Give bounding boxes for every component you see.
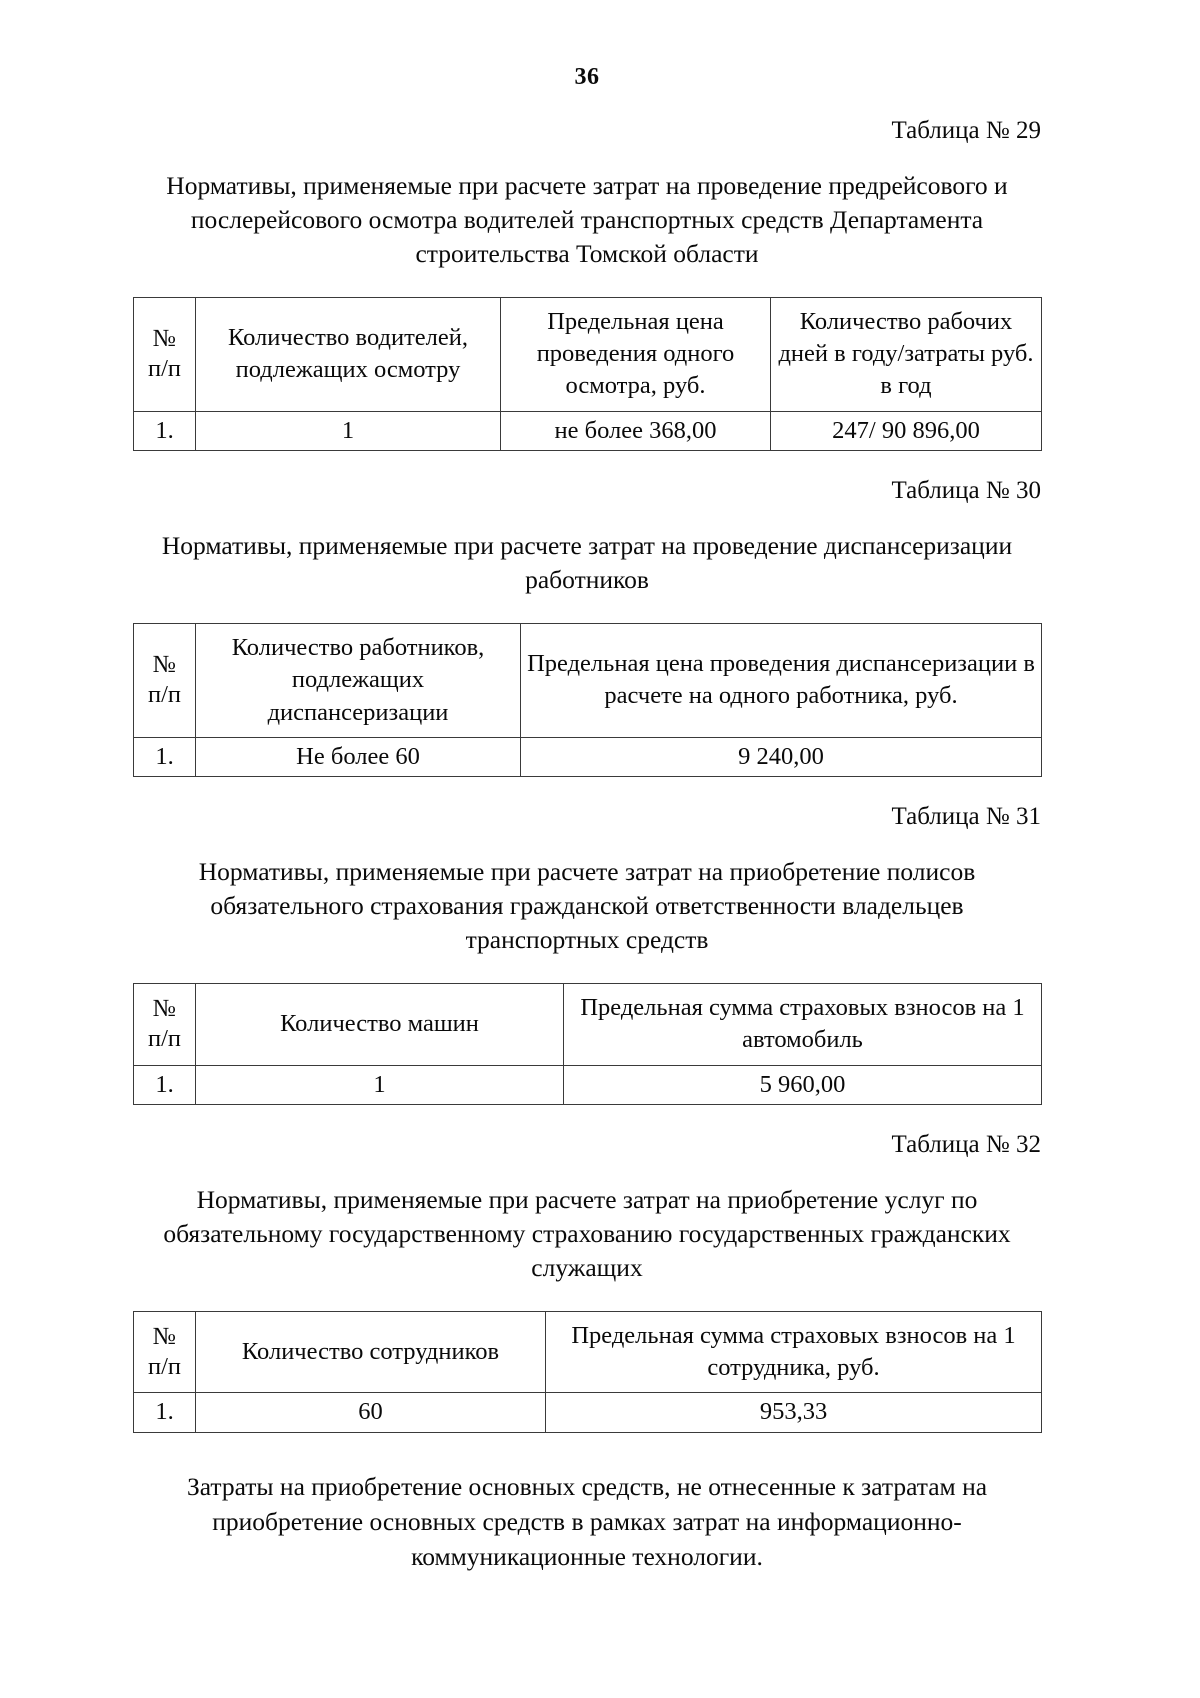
table-29-header-price: Предельная цена проведения одного осмотр…	[500, 296, 771, 412]
header-np-line1: №	[152, 995, 177, 1023]
table-29-cell-days: 247/ 90 896,00	[770, 410, 1042, 452]
page-number: 36	[574, 64, 600, 90]
table-30-header-price: Предельная цена проведения диспансеризац…	[520, 622, 1042, 738]
table-title-31: Нормативы, применяемые при расчете затра…	[198, 857, 976, 954]
table-row: 1. Не более 60 9 240,00	[133, 736, 1042, 778]
table-31-header-sum: Предельная сумма страховых взносов на 1 …	[563, 982, 1042, 1066]
table-29-cell-drivers: 1	[195, 410, 501, 452]
table-label-30: Таблица № 30	[891, 477, 1041, 505]
table-32-cell-sum: 953,33	[545, 1392, 1042, 1433]
table-row: 1. 1 5 960,00	[133, 1064, 1042, 1105]
table-row: 1. 1 не более 368,00 247/ 90 896,00	[133, 410, 1042, 452]
table-30: № п/п Количество работников, подлежащих …	[133, 622, 1042, 778]
table-31: № п/п Количество машин Предельная сумма …	[133, 982, 1042, 1105]
header-np-line2: п/п	[147, 681, 182, 709]
table-title-29: Нормативы, применяемые при расчете затра…	[166, 171, 1008, 268]
table-header-row: № п/п Количество работников, подлежащих …	[133, 622, 1042, 738]
table-header-row: № п/п Количество сотрудников Предельная …	[133, 1310, 1042, 1394]
page-content: 36 Таблица № 29 Нормативы, применяемые п…	[133, 0, 1042, 1574]
table-31-cell-cars: 1	[195, 1064, 564, 1105]
table-label-31: Таблица № 31	[891, 803, 1041, 831]
table-30-cell-np: 1.	[133, 736, 196, 778]
table-32-header-np: № п/п	[133, 1310, 196, 1394]
table-30-cell-price: 9 240,00	[520, 736, 1042, 778]
table-30-cell-workers: Не более 60	[195, 736, 521, 778]
table-30-header-workers: Количество работников, подлежащих диспан…	[195, 622, 521, 738]
table-32: № п/п Количество сотрудников Предельная …	[133, 1310, 1042, 1433]
table-title-32: Нормативы, применяемые при расчете затра…	[163, 1184, 1011, 1282]
header-np-line2: п/п	[147, 1025, 182, 1053]
table-label-29: Таблица № 29	[891, 117, 1041, 144]
table-title-30: Нормативы, применяемые при расчете затра…	[161, 531, 1013, 594]
closing-paragraph: Затраты на приобретение основных средств…	[186, 1471, 988, 1571]
table-31-cell-sum: 5 960,00	[563, 1064, 1042, 1105]
table-31-header-np: № п/п	[133, 982, 196, 1066]
header-np-line2: п/п	[147, 1352, 182, 1380]
table-label-32: Таблица № 32	[891, 1130, 1041, 1158]
table-32-header-employees: Количество сотрудников	[195, 1310, 546, 1394]
table-29-header-drivers: Количество водителей, подлежащих осмотру	[195, 296, 501, 412]
table-31-header-cars: Количество машин	[195, 982, 564, 1066]
table-32-cell-employees: 60	[195, 1392, 546, 1433]
table-block-29: Таблица № 29 Нормативы, применяемые при …	[133, 117, 1042, 452]
table-29-cell-price: не более 368,00	[500, 410, 771, 452]
table-29: № п/п Количество водителей, подлежащих о…	[133, 296, 1042, 452]
table-29-header-days: Количество рабочих дней в году/затраты р…	[770, 296, 1042, 412]
table-header-row: № п/п Количество водителей, подлежащих о…	[133, 296, 1042, 412]
table-header-row: № п/п Количество машин Предельная сумма …	[133, 982, 1042, 1066]
table-block-30: Таблица № 30 Нормативы, применяемые при …	[133, 477, 1042, 778]
table-32-cell-np: 1.	[133, 1392, 196, 1433]
table-32-header-sum: Предельная сумма страховых взносов на 1 …	[545, 1310, 1042, 1394]
table-block-31: Таблица № 31 Нормативы, применяемые при …	[133, 803, 1042, 1105]
table-block-32: Таблица № 32 Нормативы, применяемые при …	[133, 1130, 1042, 1433]
table-31-cell-np: 1.	[133, 1064, 196, 1105]
table-29-cell-np: 1.	[133, 410, 196, 452]
header-np-line1: №	[152, 651, 177, 679]
table-29-header-np: № п/п	[133, 296, 196, 412]
header-np-line1: №	[152, 1323, 177, 1351]
table-30-header-np: № п/п	[133, 622, 196, 738]
header-np-line1: №	[152, 325, 177, 353]
header-np-line2: п/п	[147, 355, 182, 383]
table-row: 1. 60 953,33	[133, 1392, 1042, 1433]
